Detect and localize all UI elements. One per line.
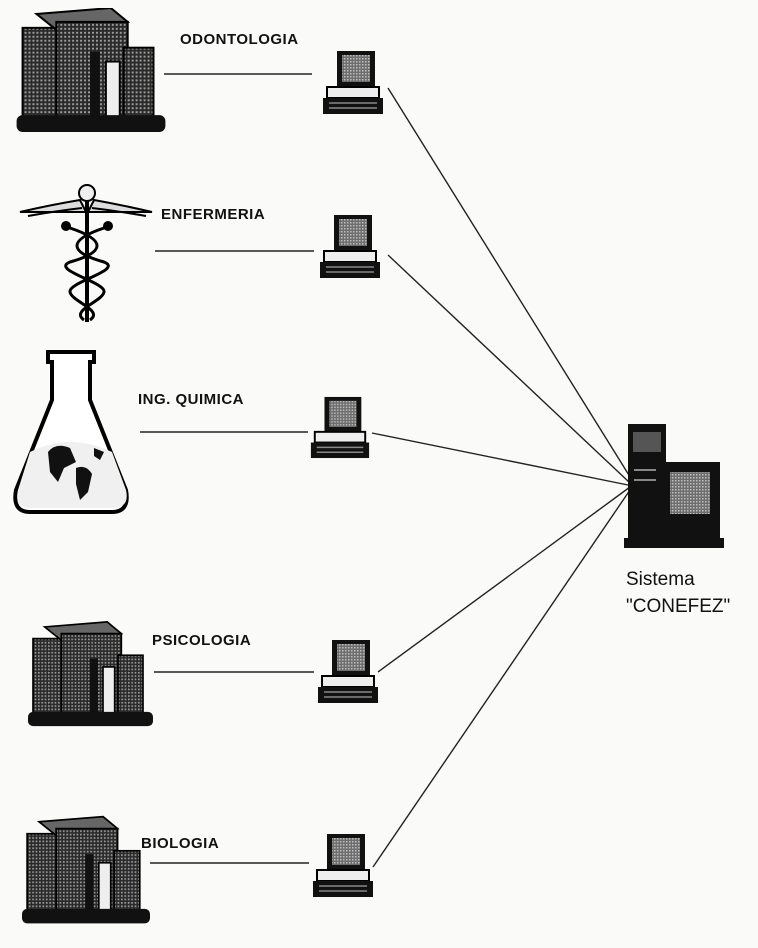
- computer-icon-psicologia: [318, 638, 378, 705]
- system-label: Sistema "CONEFEZ": [626, 566, 730, 620]
- flask-globe-icon: [13, 350, 129, 514]
- label-odontologia: ODONTOLOGIA: [180, 31, 299, 48]
- computer-icon-enfermeria: [318, 213, 382, 279]
- computer-icon-odontologia: [323, 49, 383, 116]
- system-label-line2: "CONEFEZ": [626, 596, 731, 617]
- building-icon-psicologia: [28, 620, 153, 728]
- caduceus-icon: [19, 184, 153, 322]
- label-enfermeria: ENFERMERIA: [161, 206, 266, 223]
- label-biologia: BIOLOGIA: [141, 835, 220, 852]
- building-icon-odontologia: [15, 8, 167, 132]
- computer-icon-biologia: [313, 833, 373, 898]
- label-ing-quimica: ING. QUIMICA: [138, 391, 244, 408]
- label-psicologia: PSICOLOGIA: [152, 632, 252, 649]
- system-label-line1: Sistema: [626, 569, 695, 590]
- building-icon-biologia: [22, 815, 150, 925]
- server-computer-icon: [624, 424, 724, 548]
- computer-icon-ing-quimica: [310, 395, 370, 459]
